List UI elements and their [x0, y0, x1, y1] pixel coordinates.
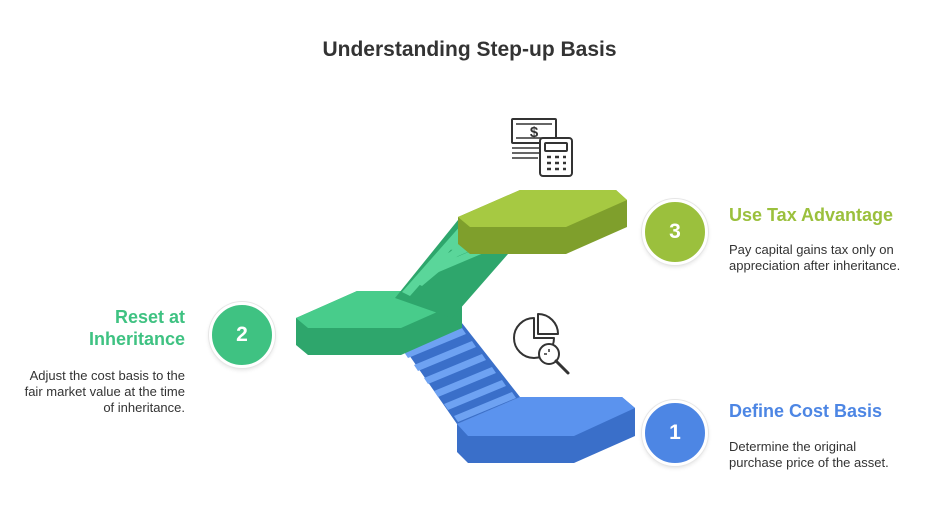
svg-text:$: $ [530, 124, 539, 141]
step-1-badge: 1 [642, 400, 708, 466]
money-calculator-icon: $ [511, 118, 573, 177]
step-1-heading: Define Cost Basis [729, 401, 883, 421]
step-2-heading: Reset at Inheritance [88, 307, 185, 349]
step-3-heading: Use Tax Advantage [729, 205, 894, 225]
step-3-badge: 3 [642, 199, 708, 265]
stairs-blue [400, 318, 520, 424]
step-2-description: Adjust the cost basis to the fair market… [24, 368, 185, 415]
pie-chart-magnifier-icon [513, 313, 570, 375]
platform-1 [457, 397, 635, 463]
page-title: Understanding Step-up Basis [322, 38, 617, 61]
step-1-description: Determine the original purchase price of… [729, 439, 889, 470]
step-3-description: Pay capital gains tax only on appreciati… [729, 242, 901, 273]
platform-3 [458, 190, 627, 254]
step-2-badge: 2 [209, 302, 275, 368]
